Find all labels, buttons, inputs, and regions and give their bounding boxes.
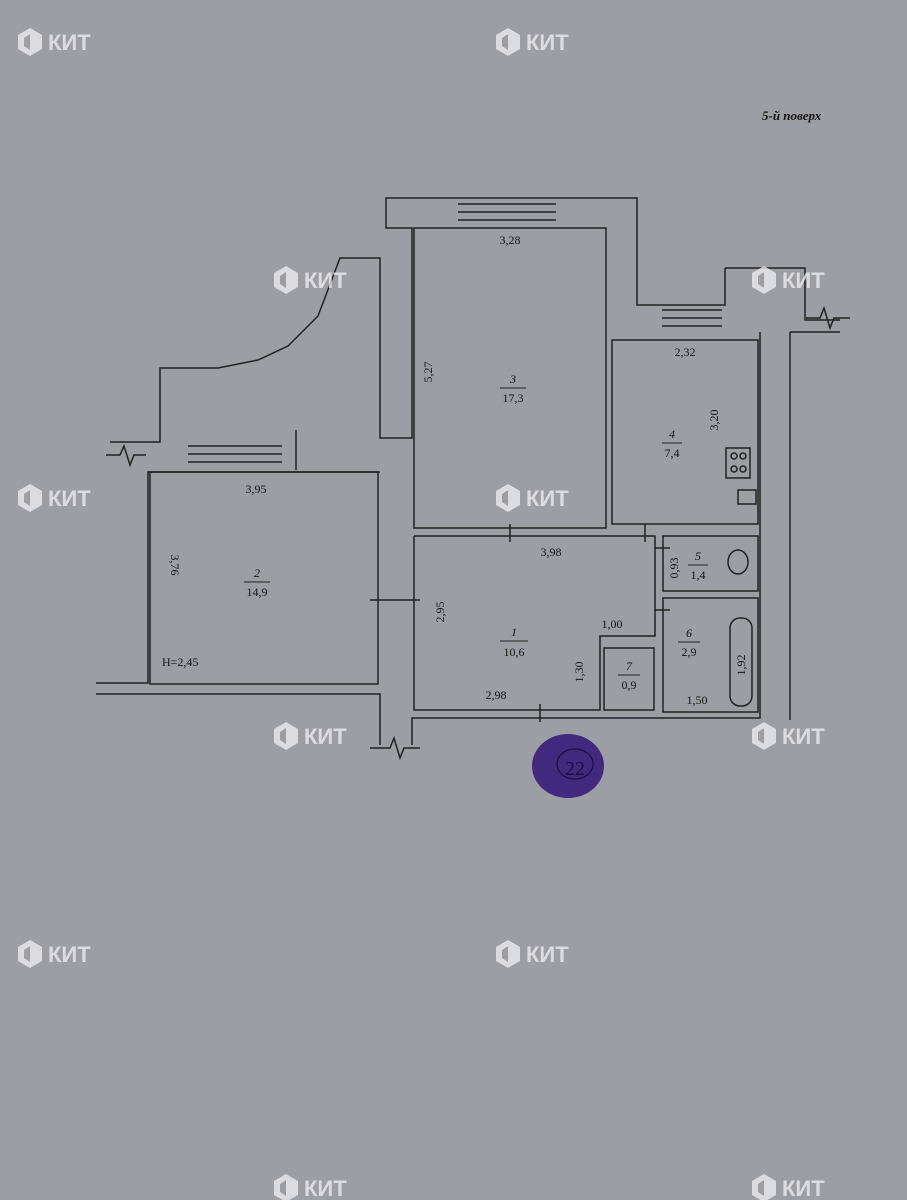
- ink-stamp: 22: [532, 734, 604, 798]
- watermark: КИТ: [274, 1174, 347, 1200]
- svg-text:КИТ: КИТ: [304, 1176, 347, 1200]
- watermark: КИТ: [18, 940, 91, 968]
- stove-outline: [725, 447, 751, 479]
- watermark: КИТ: [496, 940, 569, 968]
- room-5-outline: [662, 535, 759, 592]
- dim-r4-height: 3,20: [707, 410, 721, 431]
- dim-r3-width: 3,28: [500, 233, 521, 247]
- room-5-area: 1,4: [691, 568, 706, 582]
- watermark: КИТ: [496, 28, 569, 56]
- dim-r1-small-height: 1,30: [572, 662, 586, 683]
- room-7-number: 7: [626, 659, 633, 673]
- room-1-outline: [413, 535, 656, 711]
- dim-r1-height: 2,95: [433, 602, 447, 623]
- room-labels: 3 17,3 4 7,4 2 14,9 1 10,6 5 1,4 6 2,9 7…: [244, 372, 708, 692]
- room-6-area: 2,9: [682, 645, 697, 659]
- svg-text:КИТ: КИТ: [782, 724, 825, 749]
- room-2-area: 14,9: [247, 585, 268, 599]
- dim-r1-small-width: 1,00: [602, 617, 623, 631]
- dim-r6-height: 1,92: [734, 655, 748, 676]
- toilet-outline: [727, 549, 749, 575]
- room-6-outline: [662, 597, 759, 713]
- svg-text:КИТ: КИТ: [526, 30, 569, 55]
- svg-text:КИТ: КИТ: [782, 1176, 825, 1200]
- room-7-outline: [603, 647, 655, 711]
- ceiling-height: H=2,45: [162, 655, 198, 669]
- dim-r5-height: 0,93: [667, 558, 681, 579]
- dim-r3-height: 5,27: [421, 362, 435, 383]
- dim-r2-height: 3,76: [168, 555, 182, 576]
- watermark: КИТ: [274, 266, 347, 294]
- watermark: КИТ: [274, 722, 347, 750]
- dim-r2-width: 3,95: [246, 482, 267, 496]
- room-1-area: 10,6: [504, 645, 525, 659]
- floor-label: 5-й поверх: [762, 108, 822, 123]
- outer-wall-left: [96, 471, 380, 684]
- svg-text:КИТ: КИТ: [526, 486, 569, 511]
- dim-r6-width: 1,50: [687, 693, 708, 707]
- room-1-number: 1: [511, 625, 517, 639]
- dimension-labels: 3,28 5,27 3,95 3,76 2,32 3,20 3,98 2,95 …: [162, 233, 748, 707]
- room-3-number: 3: [509, 372, 516, 386]
- dim-r1-width-top: 3,98: [541, 545, 562, 559]
- svg-text:КИТ: КИТ: [782, 268, 825, 293]
- svg-text:КИТ: КИТ: [526, 942, 569, 967]
- room-2-outline: [149, 471, 379, 685]
- room-7-area: 0,9: [622, 678, 637, 692]
- windows: [188, 203, 722, 463]
- watermark: КИТ: [752, 1174, 825, 1200]
- door-marks: [295, 430, 670, 722]
- break-lines: [106, 305, 850, 761]
- svg-text:КИТ: КИТ: [48, 942, 91, 967]
- watermark: КИТ: [496, 484, 569, 512]
- dim-r4-width: 2,32: [675, 345, 696, 359]
- svg-text:КИТ: КИТ: [304, 724, 347, 749]
- watermarks: КИТ КИТ КИТ КИТ КИТ КИТ КИТ КИТ: [18, 28, 825, 1200]
- room-3-area: 17,3: [503, 391, 524, 405]
- dim-r1-width-bottom: 2,98: [486, 688, 507, 702]
- stamp-number: 22: [565, 758, 585, 780]
- outer-wall-top: [110, 197, 726, 443]
- room-4-outline: [611, 339, 759, 525]
- room-4-number: 4: [669, 427, 675, 441]
- svg-text:КИТ: КИТ: [304, 268, 347, 293]
- watermark: КИТ: [752, 722, 825, 750]
- outer-wall-right: [411, 332, 761, 745]
- svg-text:КИТ: КИТ: [48, 30, 91, 55]
- room-2-number: 2: [254, 566, 260, 580]
- room-6-number: 6: [686, 626, 692, 640]
- watermark: КИТ: [752, 266, 825, 294]
- svg-text:КИТ: КИТ: [48, 486, 91, 511]
- room-5-number: 5: [695, 549, 701, 563]
- watermark: КИТ: [18, 484, 91, 512]
- sink-outline: [737, 489, 757, 505]
- bathtub-outline: [729, 617, 753, 707]
- watermark: КИТ: [18, 28, 91, 56]
- room-4-area: 7,4: [665, 446, 680, 460]
- walls: [96, 197, 850, 761]
